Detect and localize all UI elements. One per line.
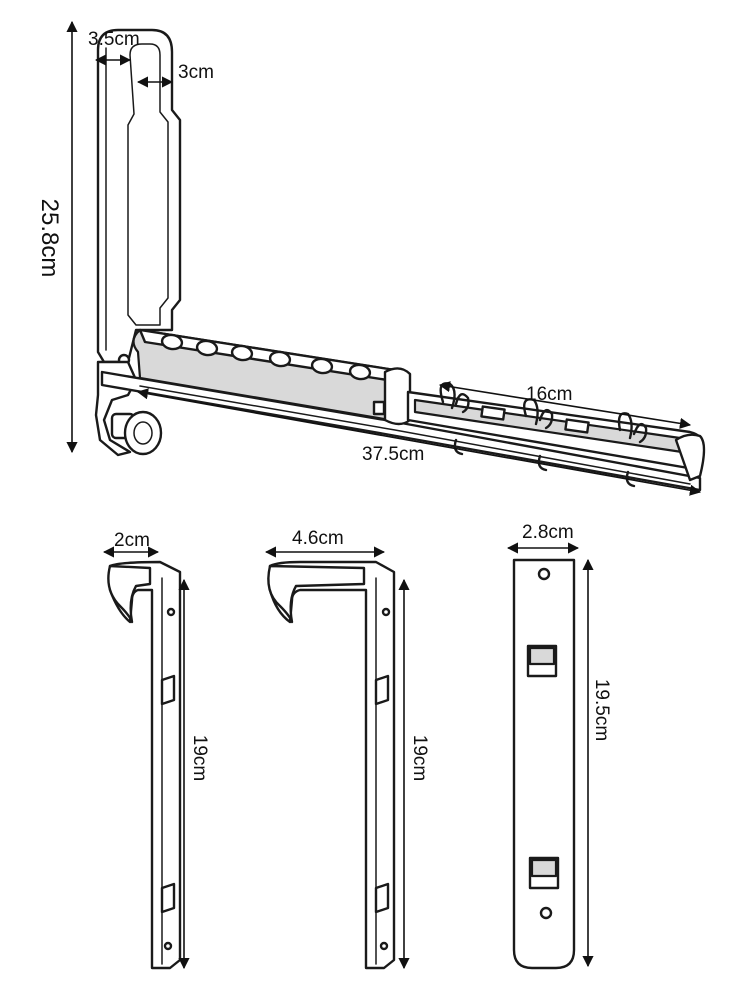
mounting-plate [512, 558, 576, 970]
tube-hole [348, 363, 372, 381]
hook-small-lip [107, 564, 152, 624]
tube-hole [310, 357, 334, 375]
label-hook1-length: 19cm [189, 735, 210, 781]
vertical-arm [96, 28, 182, 364]
label-plate-length: 19.5cm [591, 679, 612, 741]
wheel [123, 410, 163, 456]
dim-plate-width: 2.8cm [506, 522, 580, 554]
door-hook-large [267, 560, 396, 970]
label-arm-inner: 3cm [178, 62, 214, 83]
dim-rail-length: 37.5cm [136, 388, 702, 496]
label-hook2-depth: 4.6cm [292, 528, 344, 549]
rail-slider [480, 405, 506, 421]
plate-hole-bottom [539, 906, 553, 920]
hook-large-hole [381, 607, 391, 617]
dim-arm-width: 3.5cm [88, 29, 140, 66]
dim-hook1-depth: 2cm [102, 530, 160, 558]
plate-slot-top-inner [528, 646, 556, 666]
hook-large-hole [379, 941, 389, 951]
door-hook-small [107, 560, 182, 970]
label-extension: 16cm [526, 384, 572, 405]
tube-hole [195, 339, 219, 357]
dim-hook1-length: 19cm [178, 578, 210, 970]
tube-holes [160, 333, 372, 381]
plate-hole-top [537, 567, 551, 581]
label-plate-width: 2.8cm [522, 522, 574, 543]
dim-arm-inner: 3cm [136, 62, 214, 88]
label-hook2-length: 19cm [409, 735, 430, 781]
dim-hook2-length: 19cm [398, 578, 430, 970]
label-total-height: 25.8cm [36, 199, 63, 278]
hook-small-tab [160, 882, 176, 914]
collar-button [372, 400, 386, 416]
tube-hole [268, 350, 292, 368]
rail-slider [564, 418, 590, 434]
hook-large-lip [267, 564, 366, 624]
folding-hanger [94, 28, 706, 492]
hook-large-tab [374, 674, 390, 706]
plate-slot-bottom-inner [530, 858, 558, 878]
tube-hole [230, 344, 254, 362]
plate-body [512, 558, 576, 970]
dim-plate-length: 19.5cm [582, 558, 612, 968]
label-arm-width: 3.5cm [88, 29, 140, 50]
hook-large-tab [374, 882, 390, 914]
dim-total-height: 25.8cm [36, 20, 78, 454]
tube-hole [160, 333, 184, 351]
label-rail-length: 37.5cm [362, 444, 424, 465]
label-hook1-depth: 2cm [114, 530, 150, 551]
dim-hook2-depth: 4.6cm [264, 528, 386, 558]
hook-small-hole [163, 941, 173, 951]
vertical-arm-slot [127, 43, 169, 326]
hook-small-hole [166, 607, 176, 617]
hook-small-tab [160, 674, 176, 706]
tube-collar [383, 367, 412, 426]
